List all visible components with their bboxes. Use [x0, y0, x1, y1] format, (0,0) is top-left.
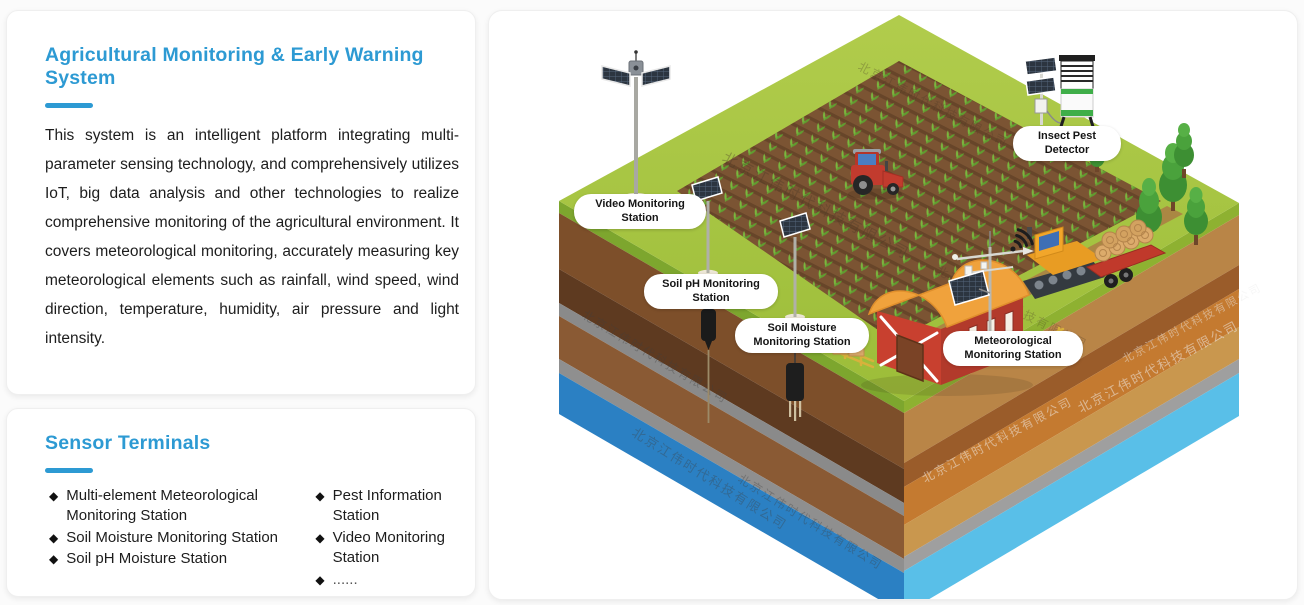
- list-item-label: Soil Moisture Monitoring Station: [66, 528, 278, 546]
- diamond-bullet-icon: ◆: [49, 530, 59, 545]
- label-meteorological-monitoring-station: Meteorological Monitoring Station: [943, 331, 1083, 366]
- diamond-bullet-icon: ◆: [49, 488, 59, 503]
- harvester-graphic: [1023, 226, 1105, 299]
- isometric-farm-illustration: 北京江伟时代科技有限公司 北京江伟时代科技有限公司 北京江伟时代科技有限公司 北…: [559, 15, 1264, 599]
- list-item: ◆ Soil Moisture Monitoring Station: [49, 528, 293, 549]
- wifi-icon: [1010, 228, 1034, 252]
- list-item-label: Multi-element Meteorological Monitoring …: [66, 486, 258, 525]
- sensor-list-column-1: ◆ Multi-element Meteorological Monitorin…: [49, 486, 293, 592]
- intro-card-body: This system is an intelligent platform i…: [45, 126, 459, 347]
- soil-layers-right-face: [904, 203, 1239, 599]
- title-underline-bar: [45, 103, 93, 108]
- crop-field: [677, 61, 1161, 341]
- list-item-label: ......: [332, 570, 358, 588]
- label-soil-ph-monitoring-station: Soil pH Monitoring Station: [644, 274, 778, 309]
- diamond-bullet-icon: ◆: [49, 552, 59, 566]
- sensor-list: ◆ Multi-element Meteorological Monitorin…: [49, 486, 475, 592]
- list-item: ◆ ......: [315, 570, 475, 591]
- title-underline-bar: [45, 468, 93, 473]
- insect-pest-detector-graphic: [1024, 55, 1097, 134]
- soil-layers-left-face: [559, 201, 904, 599]
- label-insect-pest-detector: Insect Pest Detector: [1013, 126, 1121, 161]
- list-item-label: Pest Information Station: [332, 486, 442, 525]
- diamond-bullet-icon: ◆: [315, 530, 325, 545]
- list-item-label: Soil pH Moisture Station: [66, 550, 228, 567]
- list-item: ◆ Soil pH Moisture Station: [49, 549, 293, 570]
- list-item-label: Video Monitoring Station: [332, 528, 445, 567]
- illustration-card: 北京江伟时代科技有限公司 北京江伟时代科技有限公司 北京江伟时代科技有限公司 北…: [488, 10, 1298, 600]
- list-item: ◆ Multi-element Meteorological Monitorin…: [49, 486, 293, 527]
- hay-trailer-graphic: [1085, 219, 1167, 288]
- weather-station-graphic: [948, 228, 1034, 349]
- intro-card-title: Agricultural Monitoring & Early Warning …: [45, 44, 424, 89]
- soil-moisture-station-graphic: [779, 212, 811, 421]
- sensor-card-title: Sensor Terminals: [45, 432, 211, 454]
- list-item: ◆ Pest Information Station: [315, 486, 475, 527]
- diamond-bullet-icon: ◆: [315, 572, 325, 587]
- diamond-bullet-icon: ◆: [315, 488, 325, 503]
- label-soil-moisture-monitoring-station: Soil Moisture Monitoring Station: [735, 318, 869, 353]
- label-video-monitoring-station: Video Monitoring Station: [574, 194, 706, 229]
- sensor-terminals-card: Sensor Terminals ◆ Multi-element Meteoro…: [6, 408, 476, 597]
- tractor-graphic: [848, 149, 904, 200]
- intro-card: Agricultural Monitoring & Early Warning …: [6, 10, 476, 395]
- sensor-list-column-2: ◆ Pest Information Station ◆ Video Monit…: [315, 486, 475, 592]
- tree-icon: [1184, 187, 1208, 245]
- list-item: ◆ Video Monitoring Station: [315, 528, 475, 569]
- tree-icon: [1174, 123, 1194, 178]
